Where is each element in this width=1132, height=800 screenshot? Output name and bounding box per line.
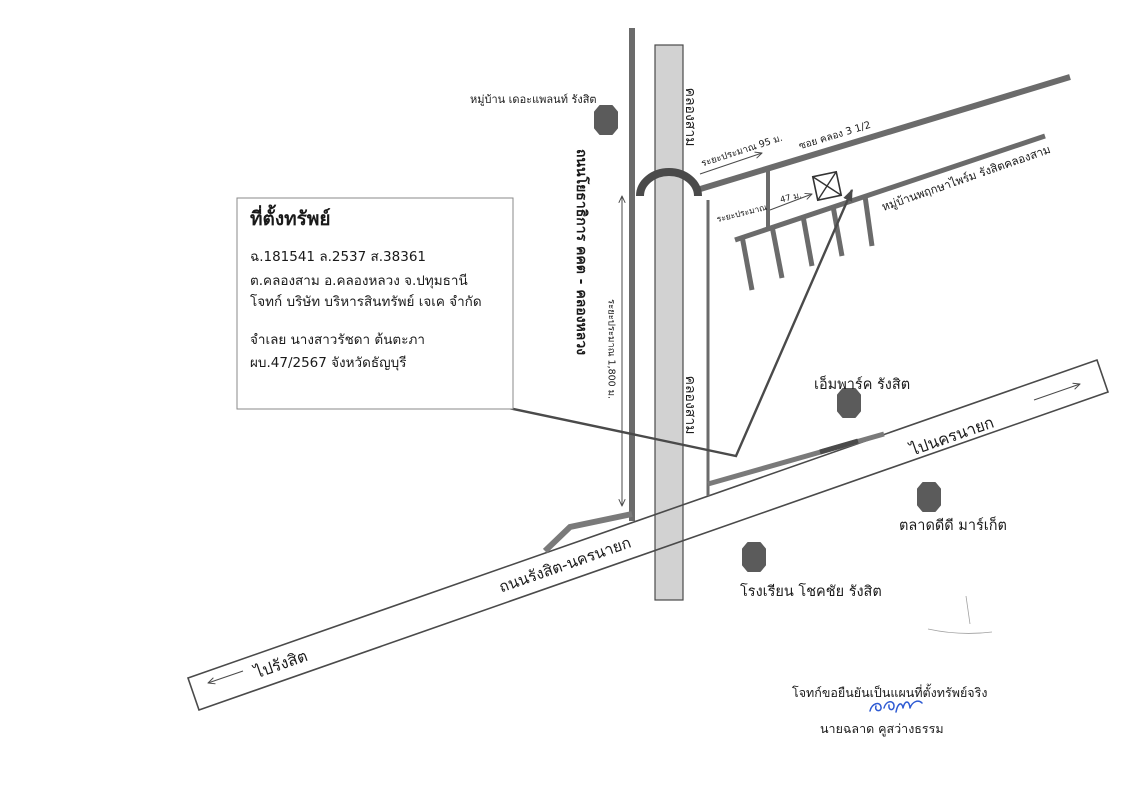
property-plaintiff: โจทก์ บริษัท บริหารสินทรัพย์ เจเค จำกัด — [250, 293, 482, 310]
village-branch-road — [800, 215, 815, 267]
canal-top-label: คลองสาม — [682, 88, 698, 147]
landmark-marker-icon — [837, 388, 861, 418]
village-the-plant-label: หมู่บ้าน เดอะแพลนท์ รังสิต — [470, 93, 597, 106]
distance-1800-label: ระยะประมาณ 1,800 ม. — [606, 299, 617, 399]
property-info-box: ที่ตั้งทรัพย์ ฉ.181541 ล.2537 ส.38361 ต.… — [236, 197, 514, 410]
village-branch-road — [739, 235, 755, 291]
village-branch-road — [830, 205, 845, 257]
village-branch-road — [862, 195, 875, 247]
village-branch-road — [769, 225, 785, 279]
pointer-arrow — [479, 188, 854, 458]
landmark-marker-icon — [742, 542, 766, 572]
dd-market-label: ตลาดดีดี มาร์เก็ต — [899, 515, 1007, 534]
main-road-rangsit-nakhon-nayok — [186, 358, 1110, 712]
khlong-sam-canal — [654, 44, 684, 601]
property-box-title: ที่ตั้งทรัพย์ — [250, 204, 331, 230]
village-branch-roads — [739, 195, 875, 291]
landmark-marker-icon — [594, 105, 618, 135]
certification-signer: นายฉลาด คูสว่างธรรม — [820, 721, 944, 737]
property-defendant: จำเลย นางสาวรัชดา ต้นตะภา — [250, 332, 425, 348]
yothathikarn-road-label: ถนนโยธาธิการ คคต - คลองหลวง — [573, 149, 591, 355]
empark-label: เอ็มพาร์ค รังสิต — [814, 374, 910, 393]
property-deed: ฉ.181541 ล.2537 ส.38361 — [250, 249, 426, 265]
distance-95-arrow — [699, 153, 762, 175]
village-main-road — [734, 133, 1046, 243]
soi-khlong-road — [696, 74, 1071, 193]
scan-mark — [927, 628, 993, 634]
to-nakhon-nayok-arrow-icon — [1033, 384, 1080, 401]
scan-mark — [965, 595, 971, 625]
canal-bottom-label: คลองสาม — [682, 376, 698, 435]
village-pruksa-label: หมู่บ้านพฤกษาไพร์ม รังสิตคลองสาม — [880, 142, 1052, 214]
junction-connector-road — [542, 511, 633, 554]
bridge-arch — [636, 168, 702, 197]
distance-95-label: ระยะประมาณ 95 ม. — [700, 133, 784, 170]
property-location: ต.คลองสาม อ.คลองหลวง จ.ปทุมธานี — [250, 273, 468, 289]
frontage-road-dark-segment — [819, 438, 859, 455]
signature — [869, 700, 923, 713]
distance-47-arrow — [769, 194, 812, 211]
school-label: โรงเรียน โชคชัย รังสิต — [740, 582, 882, 600]
distance-47-value-label: 47 ม. — [779, 191, 803, 206]
certification-statement: โจทก์ขอยืนยันเป็นแผนที่ตั้งทรัพย์จริง — [792, 683, 987, 700]
main-road-band-fill — [188, 360, 1108, 710]
distance-47-prefix-label: ระยะประมาณ — [716, 203, 768, 225]
to-rangsit-arrow-icon — [208, 670, 244, 683]
property-box-x-icon — [811, 170, 843, 202]
property-case-number: ผบ.47/2567 จังหวัดธัญบุรี — [250, 355, 406, 371]
landmark-marker-icon — [917, 482, 941, 512]
